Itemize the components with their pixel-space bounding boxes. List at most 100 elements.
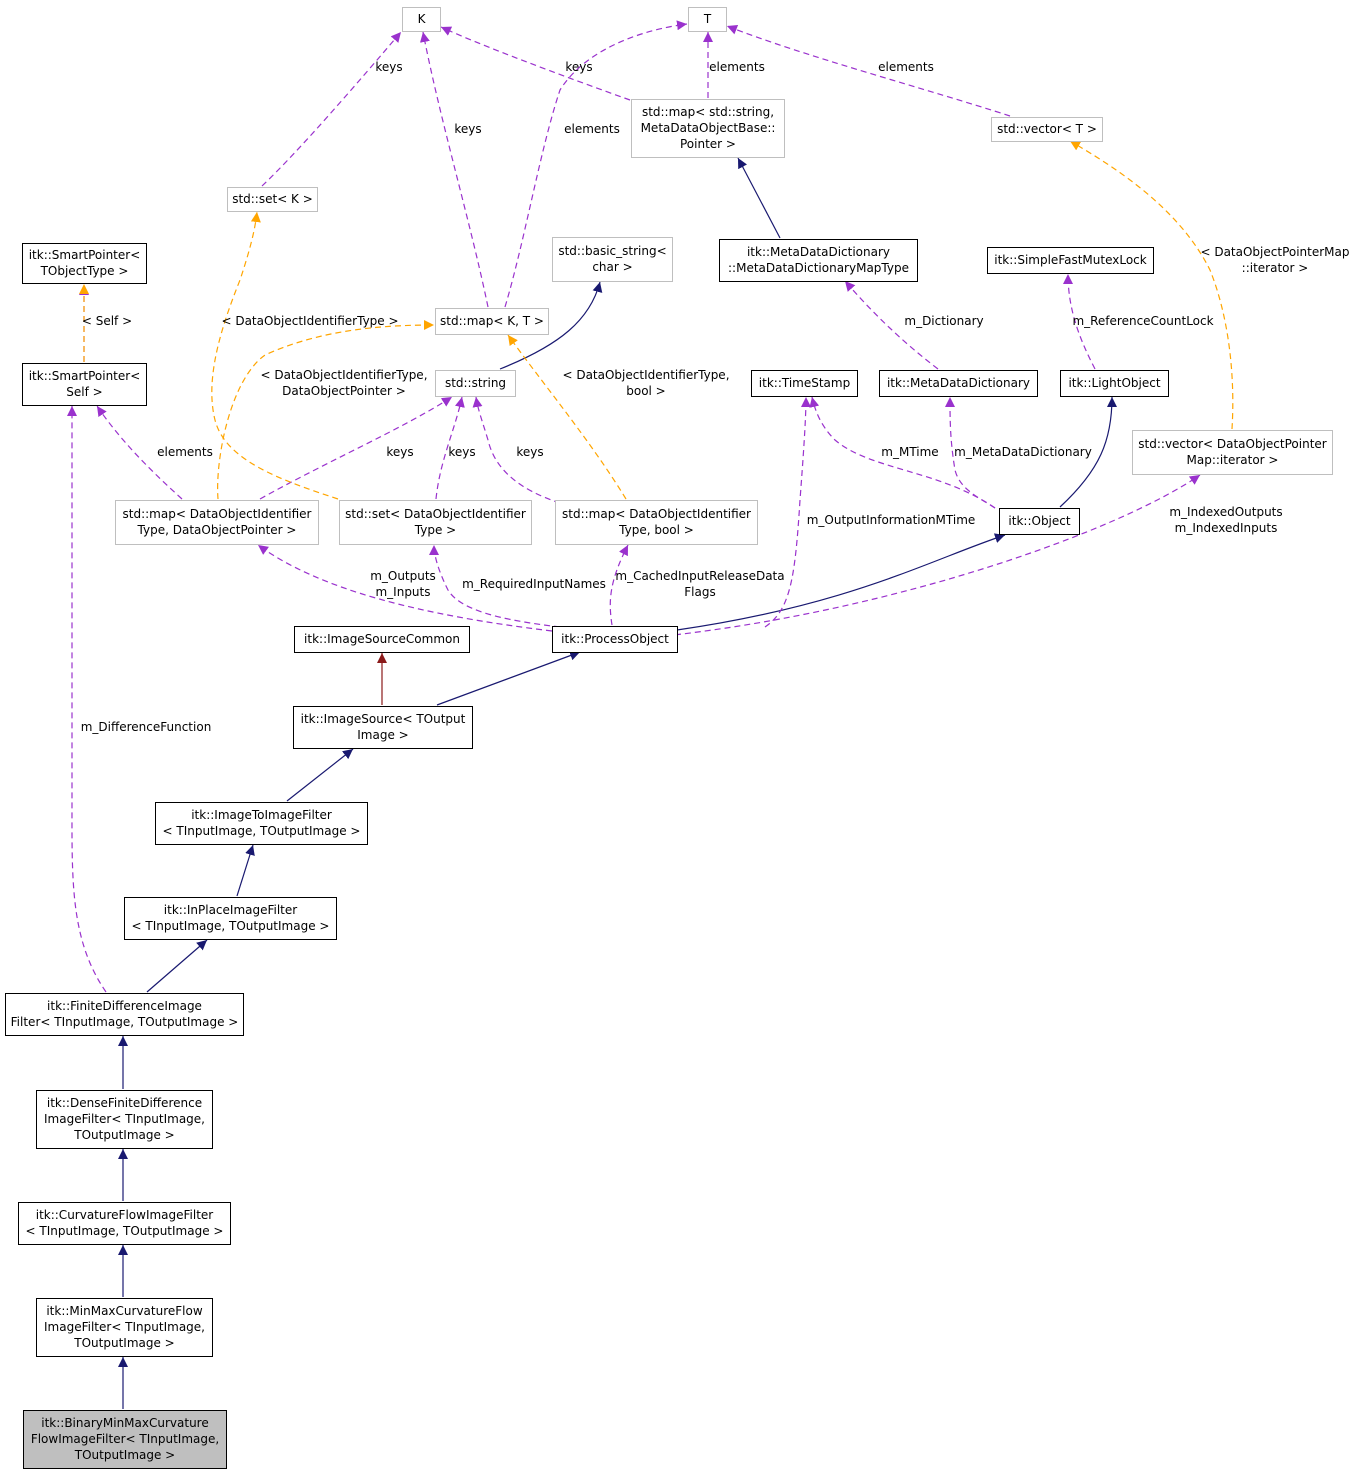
edge-label-self-tmpl: < Self > [82, 314, 132, 328]
node-label: std::map< DataObjectIdentifier [562, 507, 751, 521]
node-object[interactable]: itk::Object [999, 508, 1080, 535]
usage-edge [945, 396, 996, 509]
node-smartptr-self[interactable]: itk::SmartPointer<Self > [22, 363, 147, 406]
node-label: TObjectType > [40, 264, 129, 278]
template-edge [217, 320, 435, 500]
node-label: std::map< std::string, [642, 105, 774, 119]
node-label: ImageFilter< TInputImage, [44, 1112, 205, 1126]
node-i2i[interactable]: itk::ImageToImageFilter< TInputImage, TO… [155, 802, 368, 845]
node-label: std::vector< T > [997, 122, 1097, 136]
inheritance-edge [286, 748, 354, 802]
node-label: TOutputImage > [73, 1128, 174, 1142]
node-box [991, 117, 1103, 142]
node-label: TOutputImage > [74, 1448, 175, 1462]
edge-label-doi-dop-tmpl: < DataObjectIdentifierType, [260, 368, 427, 382]
node-label: TOutputImage > [73, 1336, 174, 1350]
edge-label-elements-T-map: elements [564, 122, 620, 136]
usage-edge [67, 406, 107, 993]
node-map-string-meta[interactable]: std::map< std::string,MetaDataObjectBase… [631, 99, 785, 158]
node-box [22, 243, 147, 284]
node-box [631, 99, 785, 158]
node-label: Type, DataObjectPointer > [137, 523, 297, 537]
node-map-doi-dop[interactable]: std::map< DataObjectIdentifierType, Data… [115, 500, 319, 545]
node-mdd[interactable]: itk::MetaDataDictionary [879, 370, 1038, 397]
node-label: T [703, 12, 712, 26]
node-box [402, 7, 441, 32]
edge-label-keys-K-map: keys [454, 122, 481, 136]
node-label: itk::LightObject [1068, 376, 1160, 390]
node-label: itk::CurvatureFlowImageFilter [36, 1208, 214, 1222]
node-label: std::map< K, T > [440, 314, 544, 328]
node-label: std::string [445, 376, 506, 390]
node-T[interactable]: T [688, 7, 727, 32]
node-label: std::set< DataObjectIdentifier [345, 507, 526, 521]
node-label: itk::DenseFiniteDifference [47, 1096, 202, 1110]
node-box [999, 508, 1080, 535]
edge-label-m-cached: Flags [684, 585, 715, 599]
inheritance-edge [436, 650, 581, 706]
usage-edge [435, 396, 465, 500]
edge-label-keys-str-map: keys [386, 445, 413, 459]
node-std-string[interactable]: std::string [435, 370, 516, 397]
node-mdd-maptype[interactable]: itk::MetaDataDictionary::MetaDataDiction… [719, 239, 918, 282]
node-map-KT[interactable]: std::map< K, T > [435, 308, 549, 335]
node-label: < TInputImage, TOutputImage > [163, 824, 361, 838]
edge-label-m-difffunc: m_DifferenceFunction [81, 720, 212, 734]
edge-label-m-refcountlock: m_ReferenceCountLock [1072, 314, 1213, 328]
edge-label-m-outputs: m_Outputs [370, 569, 436, 583]
edge-label-keys-K-set: keys [375, 60, 402, 74]
template-edge [507, 334, 627, 500]
inheritance-edge [737, 157, 781, 239]
node-isc[interactable]: itk::ImageSourceCommon [294, 626, 470, 653]
edge-label-m-outinfo: m_OutputInformationMTime [807, 513, 976, 527]
node-box [1132, 430, 1333, 475]
edge-label-doi-type-tmpl: < DataObjectIdentifierType > [221, 314, 398, 328]
node-label: < TInputImage, TOutputImage > [26, 1224, 224, 1238]
node-smartptr-tobj[interactable]: itk::SmartPointer<TObjectType > [22, 243, 147, 284]
node-label: itk::TimeStamp [759, 376, 850, 390]
usage-edge [726, 25, 1011, 117]
node-map-doi-bool[interactable]: std::map< DataObjectIdentifierType, bool… [555, 500, 758, 545]
node-label: itk::ImageSource< TOutput [301, 712, 466, 726]
node-box [294, 626, 470, 653]
node-vector-dop[interactable]: std::vector< DataObjectPointerMap::itera… [1132, 430, 1333, 475]
node-box [552, 626, 678, 653]
node-box [155, 802, 368, 845]
edge-label-elements-sp-map: elements [157, 445, 213, 459]
node-processobject[interactable]: itk::ProcessObject [552, 626, 678, 653]
usage-edge [429, 544, 561, 628]
node-basic-string[interactable]: std::basic_string<char > [552, 237, 673, 282]
usage-edge [809, 396, 996, 509]
edge-label-keys-K-mapstr: keys [565, 60, 592, 74]
node-box [688, 7, 727, 32]
node-inplace[interactable]: itk::InPlaceImageFilter< TInputImage, TO… [124, 897, 337, 940]
node-imagesource[interactable]: itk::ImageSource< TOutputImage > [293, 706, 473, 749]
usage-edge [257, 544, 553, 632]
edge-label-doi-bool-tmpl: < DataObjectIdentifierType, [562, 368, 729, 382]
edge-label-elements-T-mapstr: elements [709, 60, 765, 74]
usage-edge [1063, 273, 1096, 370]
node-vector-T[interactable]: std::vector< T > [991, 117, 1103, 142]
node-box [115, 500, 319, 545]
node-lightobject[interactable]: itk::LightObject [1060, 370, 1169, 397]
node-label: itk::ImageSourceCommon [304, 632, 460, 646]
inheritance-edge [676, 533, 1006, 631]
edge-label-doi-dop-tmpl: DataObjectPointer > [282, 384, 406, 398]
node-cfif[interactable]: itk::CurvatureFlowImageFilter< TInputIma… [18, 1202, 231, 1245]
node-box [435, 370, 516, 397]
node-set-doi[interactable]: std::set< DataObjectIdentifierType > [339, 500, 532, 545]
edge-label-m-dictionary: m_Dictionary [904, 314, 983, 328]
node-box [435, 308, 549, 335]
node-label: < TInputImage, TOutputImage > [132, 919, 330, 933]
node-label: Pointer > [680, 137, 736, 151]
node-timestamp[interactable]: itk::TimeStamp [751, 370, 858, 397]
node-label: itk::InPlaceImageFilter [164, 903, 297, 917]
node-set-K[interactable]: std::set< K > [227, 187, 318, 212]
node-K[interactable]: K [402, 7, 441, 32]
node-sfml[interactable]: itk::SimpleFastMutexLock [987, 247, 1154, 274]
edge-label-m-indexed: m_IndexedInputs [1175, 521, 1278, 535]
